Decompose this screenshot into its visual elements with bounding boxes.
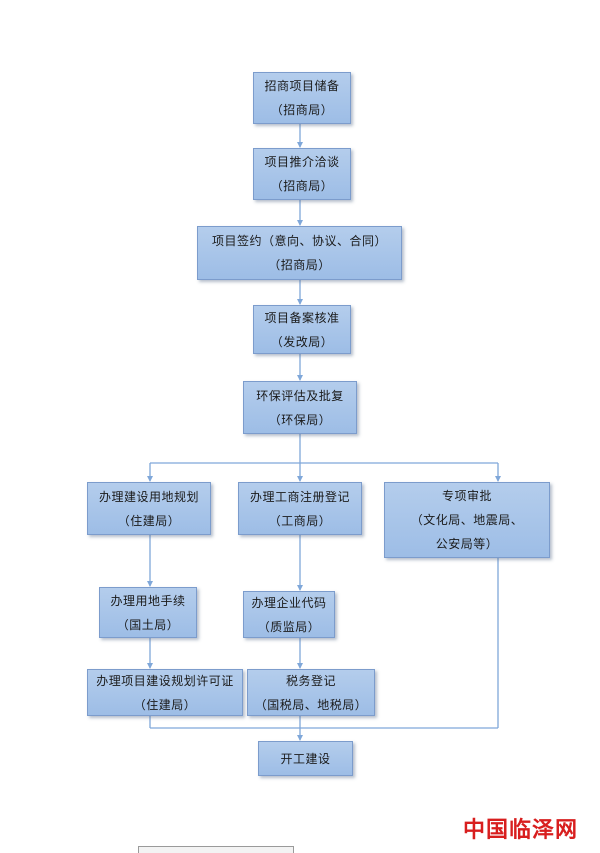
node-dept: （住建局） — [133, 697, 197, 712]
node-dept: （发改局） — [270, 334, 334, 349]
node-qiye-daima: 办理企业代码 （质监局） — [243, 591, 335, 638]
node-dept: （工商局） — [268, 513, 332, 528]
node-dept: （招商局） — [270, 103, 334, 117]
node-title: 项目备案核准 — [264, 310, 340, 325]
node-dept: （招商局） — [268, 258, 331, 272]
node-gongshang-zhuce: 办理工商注册登记 （工商局） — [238, 482, 362, 535]
node-dept: （住建局） — [117, 513, 181, 528]
node-dept-cont: 公安局等） — [435, 537, 499, 551]
node-title: 办理用地手续 — [110, 593, 186, 608]
node-dept: （招商局） — [270, 179, 334, 193]
node-title: 环保评估及批复 — [256, 388, 344, 403]
node-title: 办理建设用地规划 — [98, 489, 199, 504]
node-dept: （国土局） — [116, 617, 180, 632]
node-title: 税务登记 — [285, 673, 336, 688]
node-kaigong-jianshe: 开工建设 — [258, 741, 353, 776]
node-dept: （环保局） — [268, 412, 332, 427]
node-yongdi-shouxu: 办理用地手续 （国土局） — [99, 587, 197, 638]
node-jianshe-yongdi-guihua: 办理建设用地规划 （住建局） — [87, 482, 211, 535]
node-dept: （国税局、地税局） — [254, 697, 368, 712]
site-watermark: 中国临泽网 — [462, 817, 578, 843]
node-title: 开工建设 — [280, 751, 331, 766]
node-xiangmu-beian-hezhun: 项目备案核准 （发改局） — [253, 305, 351, 354]
node-jianshe-guihua-xukezheng: 办理项目建设规划许可证 （住建局） — [87, 669, 243, 716]
node-huanbao-pinggu: 环保评估及批复 （环保局） — [243, 381, 357, 434]
node-title: 项目推介洽谈 — [264, 155, 340, 169]
node-zhuanxiang-shenpi: 专项审批 （文化局、地震局、 公安局等） — [384, 482, 550, 558]
node-zhaoshang-xiangmu-chubei: 招商项目储备 （招商局） — [253, 72, 351, 124]
node-dept: （质监局） — [257, 619, 321, 634]
bottom-scroll-bar — [138, 846, 294, 853]
node-xiangmu-qianyue: 项目签约（意向、协议、合同） （招商局） — [197, 226, 402, 280]
node-title: 项目签约（意向、协议、合同） — [211, 234, 387, 248]
node-shuiwu-dengji: 税务登记 （国税局、地税局） — [247, 669, 375, 716]
node-title: 专项审批 — [441, 489, 492, 503]
node-dept: （文化局、地震局、 — [410, 513, 524, 527]
node-title: 办理工商注册登记 — [249, 489, 350, 504]
node-title: 招商项目储备 — [264, 79, 340, 93]
node-title: 办理项目建设规划许可证 — [96, 673, 234, 688]
node-title: 办理企业代码 — [251, 595, 327, 610]
node-xiangmu-tuijie-qiatan: 项目推介洽谈 （招商局） — [253, 148, 351, 200]
